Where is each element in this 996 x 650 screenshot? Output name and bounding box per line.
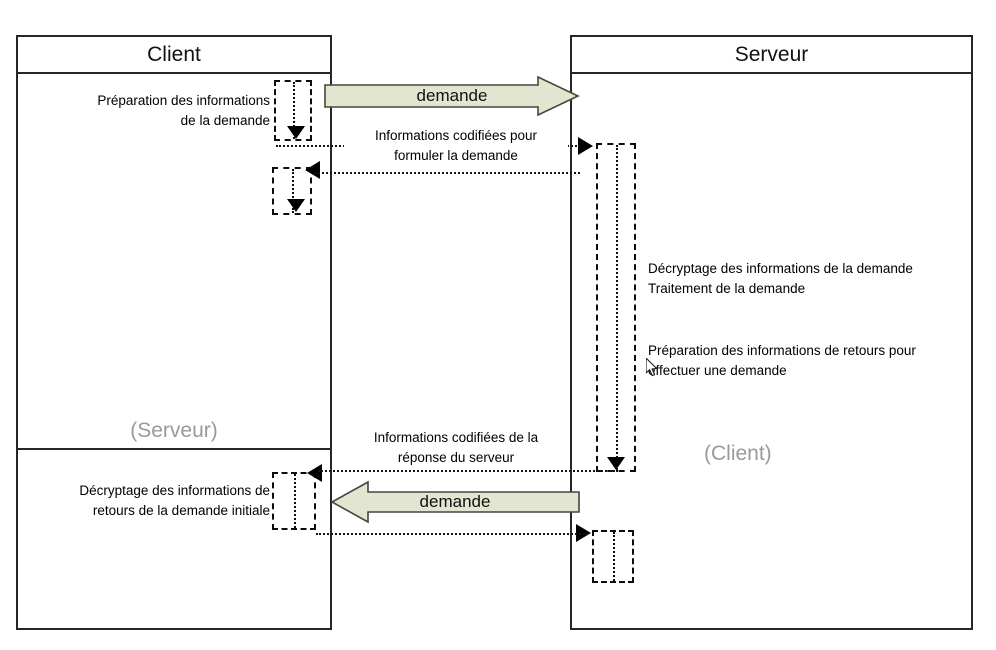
lane-serveur: Serveur — [570, 35, 973, 630]
message-request-dotted-label: Informations codifiées pour formuler la … — [344, 126, 568, 166]
activation-client-1 — [274, 80, 312, 141]
lane-client-title: Client — [147, 43, 201, 66]
note-decryptage-retours: Décryptage des informations de retours d… — [79, 483, 270, 518]
activation-inner-line — [292, 169, 294, 213]
note-prep-retours: Préparation des informations de retours … — [648, 343, 916, 378]
activation-serveur-1-arrowhead — [607, 457, 625, 470]
lane-serveur-ghost-label: (Client) — [704, 442, 772, 465]
activation-inner-line — [616, 145, 618, 470]
activation-client-1-arrowhead — [287, 126, 305, 139]
message-response-dotted-line-lower — [316, 533, 588, 535]
note-decryptage-traitement: Décryptage des informations de la demand… — [648, 261, 913, 296]
activation-serveur-1 — [596, 143, 636, 472]
activation-client-3-inbound-head — [307, 464, 322, 482]
lane-serveur-title: Serveur — [734, 43, 809, 66]
lane-client-header: Client — [18, 37, 330, 74]
message-response-dotted-label: Informations codifiées de la réponse du … — [344, 428, 568, 468]
message-request-block-arrow[interactable]: demande — [324, 76, 580, 116]
activation-client-3 — [272, 472, 316, 530]
activation-client-2-arrowhead — [287, 199, 305, 212]
note-prep-demande: Préparation des informations de la deman… — [97, 93, 270, 128]
message-response-dotted-line-upper — [318, 470, 618, 472]
lane-client-subtitle: (Serveur) — [130, 418, 218, 442]
activation-inner-line — [294, 474, 296, 528]
lane-client-subheader: (Serveur) — [18, 412, 330, 450]
activation-inner-line — [293, 82, 295, 139]
activation-inner-line — [613, 532, 615, 581]
activation-serveur-2 — [592, 530, 634, 583]
mouse-pointer-icon — [645, 357, 660, 378]
activation-client-2 — [272, 167, 312, 215]
lane-serveur-header: Serveur — [572, 37, 971, 74]
message-request-dotted-line-lower — [314, 172, 580, 174]
message-response-block-arrow[interactable]: demande — [330, 480, 580, 524]
activation-client-2-inbound-head — [305, 161, 320, 179]
lane-client: Client (Serveur) — [16, 35, 332, 630]
activation-serveur-1-inbound-head — [578, 137, 593, 155]
